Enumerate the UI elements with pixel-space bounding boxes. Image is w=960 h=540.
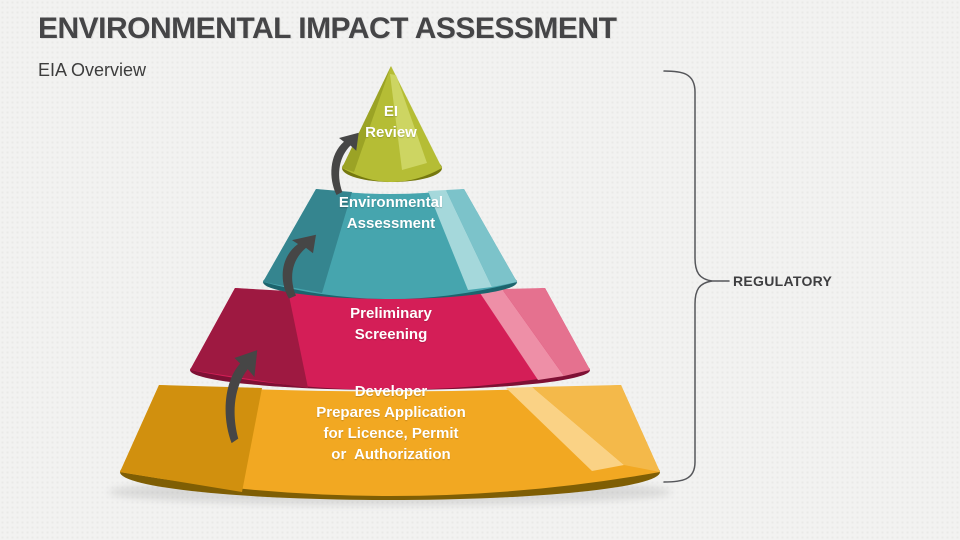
tier-review-label-line: Review — [365, 124, 417, 141]
curved-arrow-icon — [225, 350, 258, 444]
brace-bracket-path — [663, 70, 713, 483]
tier-assessment-label-line: Environmental — [338, 194, 444, 211]
tier-screening-right-facet — [502, 288, 590, 376]
tier-screening-label-line: Screening — [354, 326, 428, 343]
tier-review-highlight — [390, 74, 427, 170]
tier-developer-right-facet — [532, 385, 660, 472]
slide-subtitle: EIA Overview — [38, 60, 147, 80]
tier-assessment-right-facet — [446, 189, 517, 287]
tier-review-label: EI Review — [321, 101, 461, 143]
tier-developer-label-line: for Licence, Permit — [323, 425, 459, 442]
tier-screening-shape — [190, 288, 590, 390]
climb-arrows — [225, 132, 359, 444]
tier-screening-left-facet — [190, 288, 308, 388]
tier-assessment-label: Environmental Assessment — [291, 192, 491, 234]
curved-arrow-icon — [331, 132, 359, 195]
brace-bracket — [663, 70, 730, 483]
tier-developer-label-line: Developer — [354, 383, 428, 400]
bracket-label: REGULATORY — [733, 273, 833, 289]
tier-assessment-right-stripe — [428, 190, 492, 290]
tier-assessment-label-line: Assessment — [346, 215, 436, 232]
slide-title: ENVIRONMENTAL IMPACT ASSESSMENT — [38, 12, 617, 45]
tier-review-label-line: EI — [383, 103, 399, 120]
tier-developer-label-line: or Authorization — [331, 446, 451, 463]
curved-arrow-icon — [282, 234, 316, 299]
tier-developer-label-line: Prepares Application — [316, 404, 466, 421]
tier-developer-label: Developer Prepares Application for Licen… — [266, 381, 516, 465]
tier-screening-label: Preliminary Screening — [291, 303, 491, 345]
tier-screening-label-line: Preliminary — [350, 305, 432, 322]
tier-developer-right-stripe — [506, 387, 624, 471]
tier-screening-right-stripe — [478, 289, 564, 380]
